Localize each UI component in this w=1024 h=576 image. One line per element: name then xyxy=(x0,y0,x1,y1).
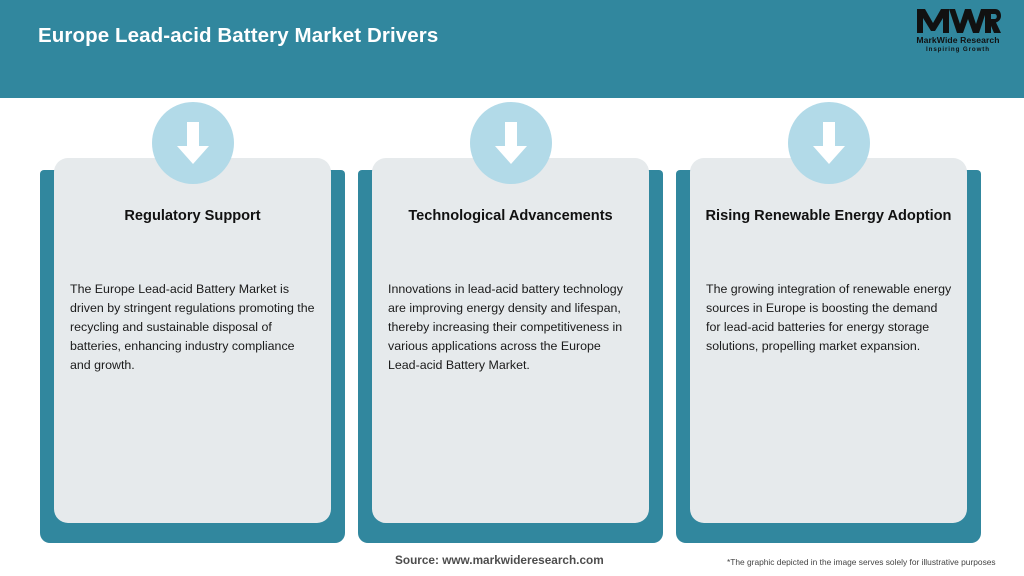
driver-card-1: Regulatory Support The Europe Lead-acid … xyxy=(40,102,345,543)
card-title: Regulatory Support xyxy=(124,208,261,224)
card-body-text: The growing integration of renewable ene… xyxy=(706,282,952,353)
card-title: Rising Renewable Energy Adoption xyxy=(705,208,952,224)
driver-card-2: Technological Advancements Innovations i… xyxy=(358,102,663,543)
down-arrow-icon xyxy=(469,102,552,184)
footer-source-label: Source: www.markwideresearch.com xyxy=(395,553,604,567)
mwr-logomark-icon xyxy=(917,9,1001,33)
card-title: Technological Advancements xyxy=(408,208,613,224)
card-body-text: Innovations in lead-acid battery technol… xyxy=(388,282,623,372)
card-panel: Technological Advancements Innovations i… xyxy=(372,102,649,523)
brand-logo: MarkWide Research Inspiring Growth xyxy=(904,8,1012,60)
card-panel: Rising Renewable Energy Adoption The gro… xyxy=(690,102,967,523)
drivers-card-group: Regulatory Support The Europe Lead-acid … xyxy=(0,98,1024,543)
footer-disclaimer-note: *The graphic depicted in the image serve… xyxy=(727,557,996,567)
page-header: Europe Lead-acid Battery Market Drivers … xyxy=(0,0,1024,98)
logo-tagline: Inspiring Growth xyxy=(926,46,990,53)
card-panel: Regulatory Support The Europe Lead-acid … xyxy=(54,102,331,523)
logo-company-name: MarkWide Research xyxy=(916,35,1000,45)
down-arrow-icon xyxy=(151,102,234,184)
page-title: Europe Lead-acid Battery Market Drivers xyxy=(38,24,439,47)
driver-card-3: Rising Renewable Energy Adoption The gro… xyxy=(676,102,981,543)
down-arrow-icon xyxy=(787,102,870,184)
card-body-text: The Europe Lead-acid Battery Market is d… xyxy=(70,282,315,372)
